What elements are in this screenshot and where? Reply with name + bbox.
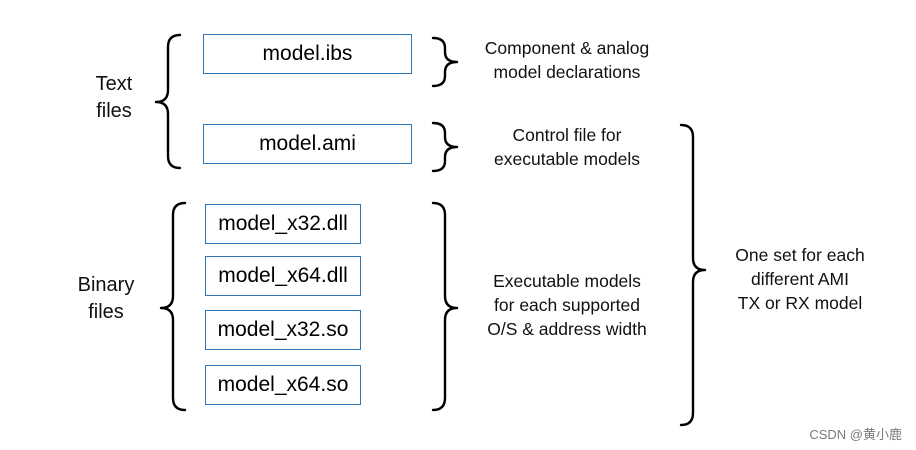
binary-files-label-line2: files (88, 301, 124, 323)
summary-line1: One set for each (735, 245, 865, 265)
text-files-label-line1: Text (95, 73, 133, 95)
binaries-description-line1: Executable models (493, 271, 641, 291)
ami-description: Control file for executable models (462, 123, 672, 171)
binaries-description-brace (431, 201, 459, 412)
summary-description: One set for each different AMI TX or RX … (712, 243, 888, 315)
binaries-description-line2: for each supported (494, 295, 640, 315)
ibs-description-brace (431, 36, 459, 88)
binary-files-brace (159, 201, 187, 412)
model-x32-so-box: model_x32.so (205, 310, 361, 350)
ibs-description-line2: model declarations (493, 62, 641, 82)
ibs-description: Component & analog model declarations (462, 36, 672, 84)
model-ami-box: model.ami (203, 124, 412, 164)
csdn-watermark: CSDN @黄小鹿 (809, 427, 902, 442)
summary-line2: different AMI (751, 269, 849, 289)
binaries-description: Executable models for each supported O/S… (462, 269, 672, 341)
ami-description-brace (431, 121, 459, 173)
model-x64-so-box: model_x64.so (205, 365, 361, 405)
model-ibs-box: model.ibs (203, 34, 412, 74)
summary-line3: TX or RX model (737, 293, 863, 313)
binaries-description-line3: O/S & address width (487, 319, 647, 339)
ami-description-line2: executable models (494, 149, 640, 169)
binary-files-label-line1: Binary (77, 274, 135, 296)
binary-files-label: Binary files (66, 272, 146, 326)
summary-brace (679, 123, 707, 427)
model-x32-dll-box: model_x32.dll (205, 204, 361, 244)
ami-description-line1: Control file for (512, 125, 622, 145)
model-x64-dll-box: model_x64.dll (205, 256, 361, 296)
text-files-brace (154, 33, 182, 170)
text-files-label: Text files (76, 71, 152, 125)
ibs-description-line1: Component & analog (484, 38, 650, 58)
text-files-label-line2: files (96, 100, 132, 122)
